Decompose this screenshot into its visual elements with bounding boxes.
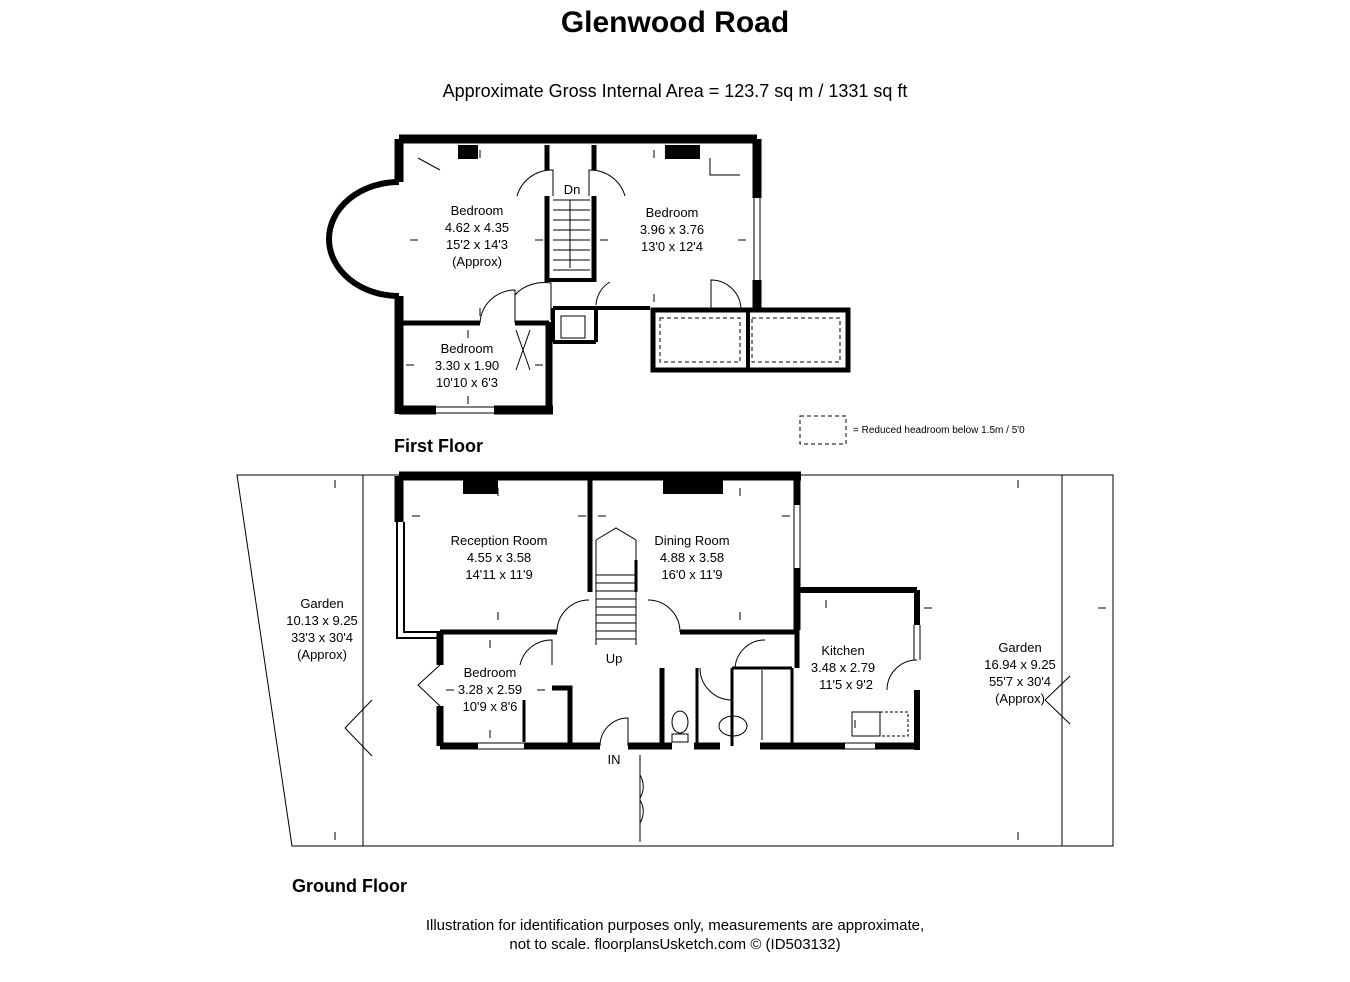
garden-right-imperial: 55'7 x 30'4 <box>989 674 1051 689</box>
legend-text: = Reduced headroom below 1.5m / 5'0 <box>853 425 1025 436</box>
garden-left-name: Garden <box>300 596 343 611</box>
room-reception-name: Reception Room <box>451 533 548 548</box>
garden-left-imperial: 33'3 x 30'4 <box>291 630 353 645</box>
room-kitchen-name: Kitchen <box>821 643 864 658</box>
room-bedroom-2-name: Bedroom <box>646 205 699 220</box>
room-dining-metric: 4.88 x 3.58 <box>660 550 724 565</box>
room-bedroom-1-note: (Approx) <box>452 254 502 269</box>
garden-right-metric: 16.94 x 9.25 <box>984 657 1056 672</box>
garden-left-metric: 10.13 x 9.25 <box>286 613 358 628</box>
ground-floor-label: Ground Floor <box>292 876 407 896</box>
room-dining-imperial: 16'0 x 11'9 <box>661 567 722 582</box>
room-dining-name: Dining Room <box>654 533 729 548</box>
room-reception-metric: 4.55 x 3.58 <box>467 550 531 565</box>
reduced-headroom-swatch <box>799 415 847 445</box>
ground-floor-room-labels: Reception Room 4.55 x 3.58 14'11 x 11'9 … <box>286 533 1056 767</box>
first-floor-walls <box>326 134 851 415</box>
room-gf-bedroom-name: Bedroom <box>464 665 517 680</box>
room-gf-bedroom-metric: 3.28 x 2.59 <box>458 682 522 697</box>
room-bedroom-3-imperial: 10'10 x 6'3 <box>436 375 498 390</box>
first-floor-label: First Floor <box>394 436 483 456</box>
garden-right-name: Garden <box>998 640 1041 655</box>
plan-title: Glenwood Road <box>560 6 790 39</box>
room-reception-imperial: 14'11 x 11'9 <box>465 567 532 582</box>
first-floor-room-labels: Bedroom 4.62 x 4.35 15'2 x 14'3 (Approx)… <box>435 182 704 390</box>
room-kitchen-imperial: 11'5 x 9'2 <box>819 677 873 692</box>
room-bedroom-1-name: Bedroom <box>451 203 504 218</box>
room-bedroom-3-name: Bedroom <box>441 341 494 356</box>
gross-internal-area: Approximate Gross Internal Area = 123.7 … <box>442 81 908 101</box>
disclaimer-line-1: Illustration for identification purposes… <box>425 917 925 934</box>
disclaimer: Illustration for identification purposes… <box>0 916 1350 954</box>
room-kitchen-metric: 3.48 x 2.79 <box>811 660 875 675</box>
room-bedroom-1-metric: 4.62 x 4.35 <box>445 220 509 235</box>
disclaimer-line-2: not to scale. floorplansUsketch.com © (I… <box>509 936 841 953</box>
ground-floor-walls <box>236 471 1114 847</box>
room-bedroom-2-imperial: 13'0 x 12'4 <box>641 239 703 254</box>
room-gf-bedroom-imperial: 10'9 x 8'6 <box>463 699 518 714</box>
stair-down-label: Dn <box>564 182 581 197</box>
stair-up-label: Up <box>606 651 623 666</box>
room-bedroom-2-metric: 3.96 x 3.76 <box>640 222 704 237</box>
entrance-label: IN <box>608 752 621 767</box>
garden-right-note: (Approx) <box>995 691 1045 706</box>
garden-left-note: (Approx) <box>297 647 347 662</box>
room-bedroom-1-imperial: 15'2 x 14'3 <box>446 237 508 252</box>
room-bedroom-3-metric: 3.30 x 1.90 <box>435 358 499 373</box>
